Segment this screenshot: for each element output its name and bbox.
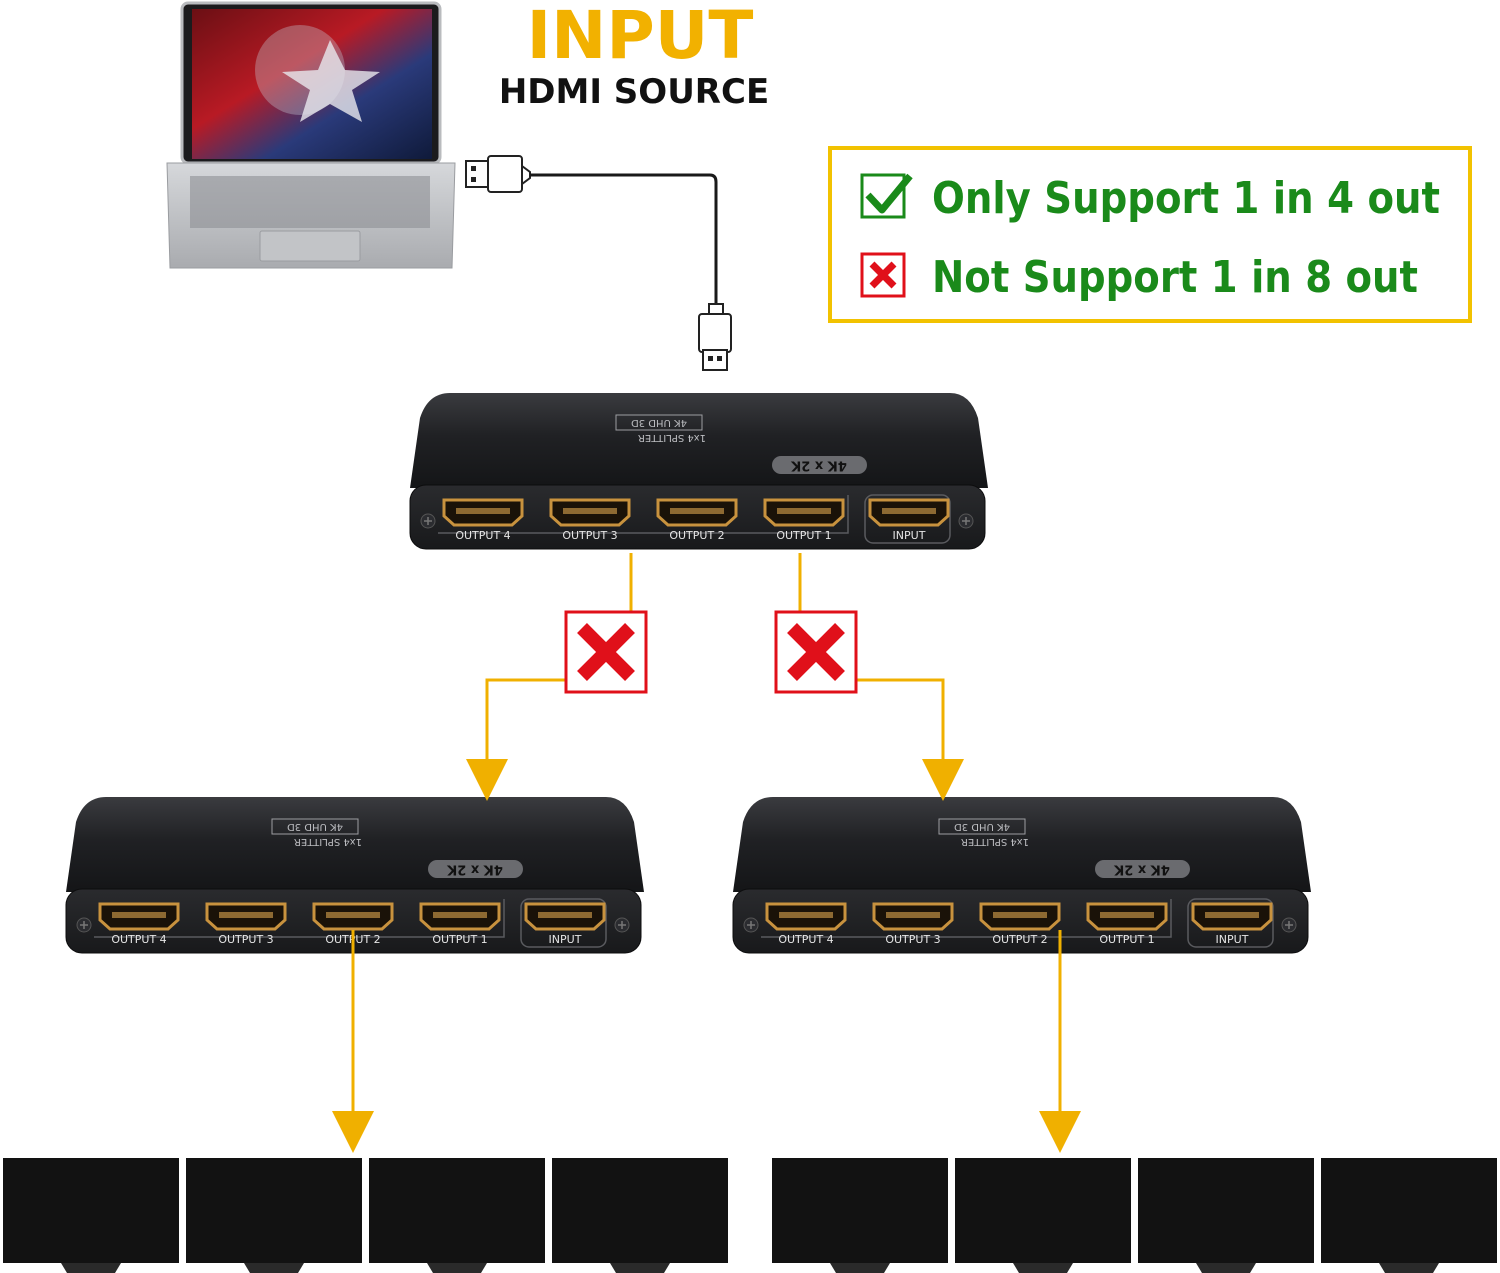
hdmi-port: OUTPUT 1 [1086, 902, 1168, 946]
hdmi-port: INPUT [868, 498, 950, 542]
port-label: INPUT [1216, 933, 1249, 946]
svg-text:4K x 2K: 4K x 2K [790, 458, 847, 473]
splitter-bottom-right: 4K x 2K 4K UHD 3D 1x4 SPLITTER OUTPUT 4 OUTP… [732, 797, 1311, 954]
model-badge: 4K UHD 3D 1x4 SPLITTER [938, 818, 1029, 847]
model-badge: 4K UHD 3D 1x4 SPLITTER [615, 414, 706, 443]
monitor-icon [186, 1158, 362, 1273]
port-label: INPUT [893, 529, 926, 542]
svg-text:4K UHD 3D: 4K UHD 3D [287, 821, 343, 832]
hdmi-port: OUTPUT 3 [549, 498, 631, 542]
svg-text:4K x 2K: 4K x 2K [446, 862, 503, 877]
port-label: OUTPUT 1 [1099, 933, 1154, 946]
port-label: OUTPUT 2 [992, 933, 1047, 946]
svg-text:1x4 SPLITTER: 1x4 SPLITTER [294, 836, 362, 847]
monitor-group-right [772, 1158, 1497, 1273]
monitor-icon [1138, 1158, 1314, 1273]
monitor-icon [955, 1158, 1131, 1273]
legend-unsupported-text: Not Support 1 in 8 out [932, 252, 1418, 303]
port-label: OUTPUT 3 [218, 933, 273, 946]
check-icon [860, 173, 913, 219]
svg-text:4K x 2K: 4K x 2K [1113, 862, 1170, 877]
port-label: INPUT [549, 933, 582, 946]
port-label: OUTPUT 4 [455, 529, 510, 542]
hdmi-source-subtitle: HDMI SOURCE [499, 72, 769, 112]
source-cable [530, 173, 718, 306]
cross-icon [577, 623, 635, 681]
cross-icon [860, 252, 906, 298]
svg-text:1x4 SPLITTER: 1x4 SPLITTER [638, 432, 706, 443]
monitor-group-left [3, 1158, 728, 1273]
svg-text:1x4 SPLITTER: 1x4 SPLITTER [961, 836, 1029, 847]
cascade-cross-left [564, 610, 648, 694]
cross-icon [787, 623, 845, 681]
hdmi-port: INPUT [524, 902, 606, 946]
hdmi-port: INPUT [1191, 902, 1273, 946]
monitor-icon [369, 1158, 545, 1273]
splitter-bottom-left: 4K x 2K 4K UHD 3D 1x4 SPLITTER OUTPUT 4 OUTP… [65, 797, 644, 954]
hdmi-port: OUTPUT 4 [98, 902, 180, 946]
hdmi-port: OUTPUT 2 [979, 902, 1061, 946]
port-label: OUTPUT 3 [885, 933, 940, 946]
resolution-badge: 4K x 2K [772, 456, 867, 474]
input-title: INPUT [527, 0, 754, 74]
hdmi-port: OUTPUT 4 [442, 498, 524, 542]
port-label: OUTPUT 1 [776, 529, 831, 542]
port-label: OUTPUT 2 [669, 529, 724, 542]
model-badge: 4K UHD 3D 1x4 SPLITTER [271, 818, 362, 847]
hdmi-port: OUTPUT 4 [765, 902, 847, 946]
port-label: OUTPUT 4 [778, 933, 833, 946]
monitor-icon [552, 1158, 728, 1273]
hdmi-port: OUTPUT 3 [872, 902, 954, 946]
usb-plug-icon [465, 155, 531, 193]
port-label: OUTPUT 4 [111, 933, 166, 946]
port-label: OUTPUT 3 [562, 529, 617, 542]
svg-text:4K UHD 3D: 4K UHD 3D [954, 821, 1010, 832]
resolution-badge: 4K x 2K [1095, 860, 1190, 878]
hdmi-port: OUTPUT 1 [763, 498, 845, 542]
resolution-badge: 4K x 2K [428, 860, 523, 878]
hdmi-plug-icon [698, 303, 732, 371]
laptop-icon [166, 1, 456, 269]
hdmi-port: OUTPUT 3 [205, 902, 287, 946]
hdmi-port: OUTPUT 2 [656, 498, 738, 542]
svg-text:4K UHD 3D: 4K UHD 3D [631, 417, 687, 428]
hdmi-port: OUTPUT 1 [419, 902, 501, 946]
monitor-icon [772, 1158, 948, 1273]
splitter-top: 4K x 2K 4K UHD 3D 1x4 SPLITTER OUTPUT 4 OUTP… [409, 393, 988, 550]
cascade-cross-right [774, 610, 858, 694]
monitor-icon [3, 1158, 179, 1273]
legend-box: Only Support 1 in 4 out Not Support 1 in… [828, 146, 1472, 323]
legend-supported-text: Only Support 1 in 4 out [932, 173, 1440, 224]
port-label: OUTPUT 1 [432, 933, 487, 946]
monitor-icon [1321, 1158, 1497, 1273]
